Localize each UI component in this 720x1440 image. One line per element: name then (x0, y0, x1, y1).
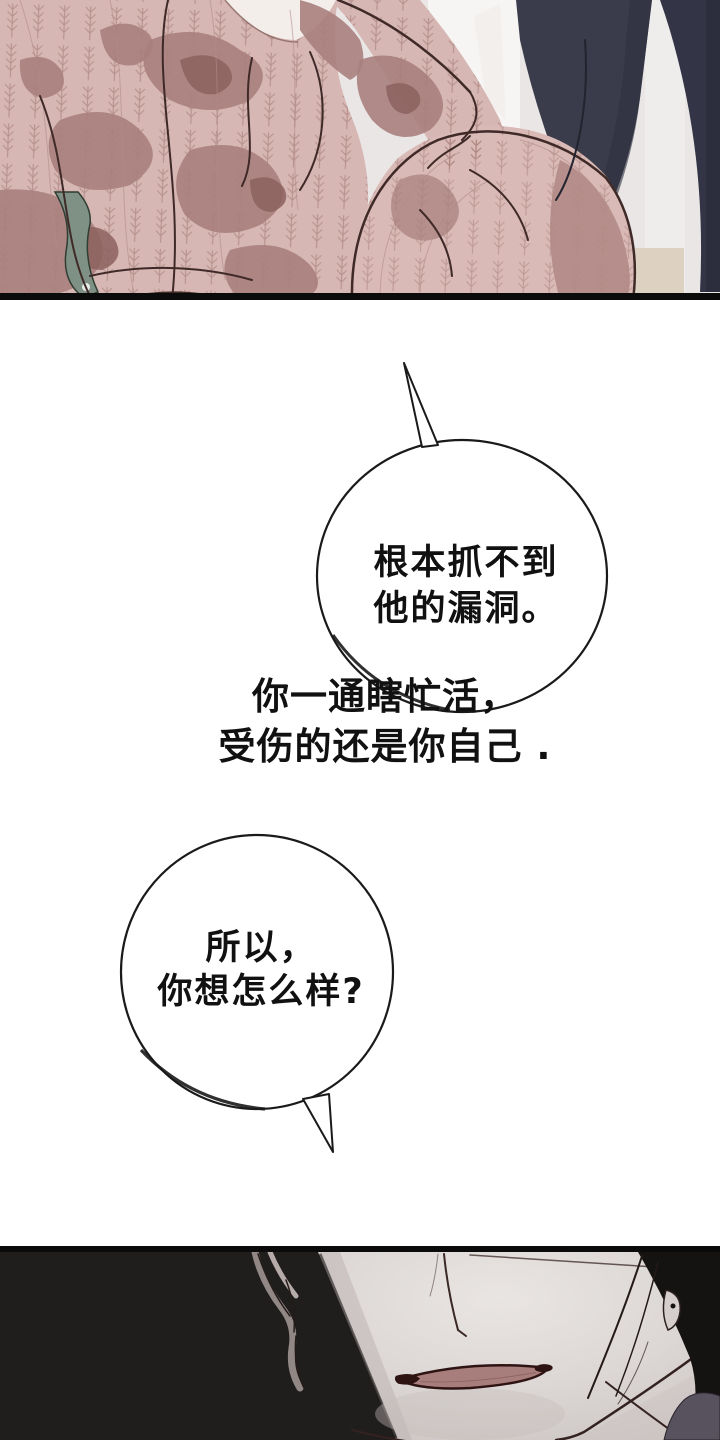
bubble-tail-up (403, 362, 439, 448)
panel-seated-figure (0, 0, 720, 300)
bubble-tail-down (302, 1093, 334, 1153)
mouth (394, 1364, 553, 1390)
speech-line: 所以， (205, 928, 317, 968)
earring-dot (670, 1303, 676, 1309)
narration-text: 你一通瞎忙活， 受伤的还是你自己 . (200, 672, 570, 772)
speech-bubble-1 (315, 362, 609, 714)
narration-line: 你一通瞎忙活， (252, 675, 518, 718)
speech-line: 他的漏洞。 (373, 589, 559, 629)
speech-bubble-2-text: 所以， 你想怎么样? (101, 926, 421, 1014)
bottom-panel-art (0, 1246, 720, 1440)
speech-bubble-2 (119, 833, 395, 1153)
speech-line: 根本抓不到 (373, 543, 559, 583)
panel-face-closeup (0, 1246, 720, 1440)
top-panel-art (0, 0, 720, 300)
ear (662, 1289, 681, 1331)
speech-bubble-1-text: 根本抓不到 他的漏洞。 (296, 540, 636, 632)
speech-line: 你想怎么样? (157, 972, 365, 1012)
narration-line: 受伤的还是你自己 . (218, 725, 552, 768)
